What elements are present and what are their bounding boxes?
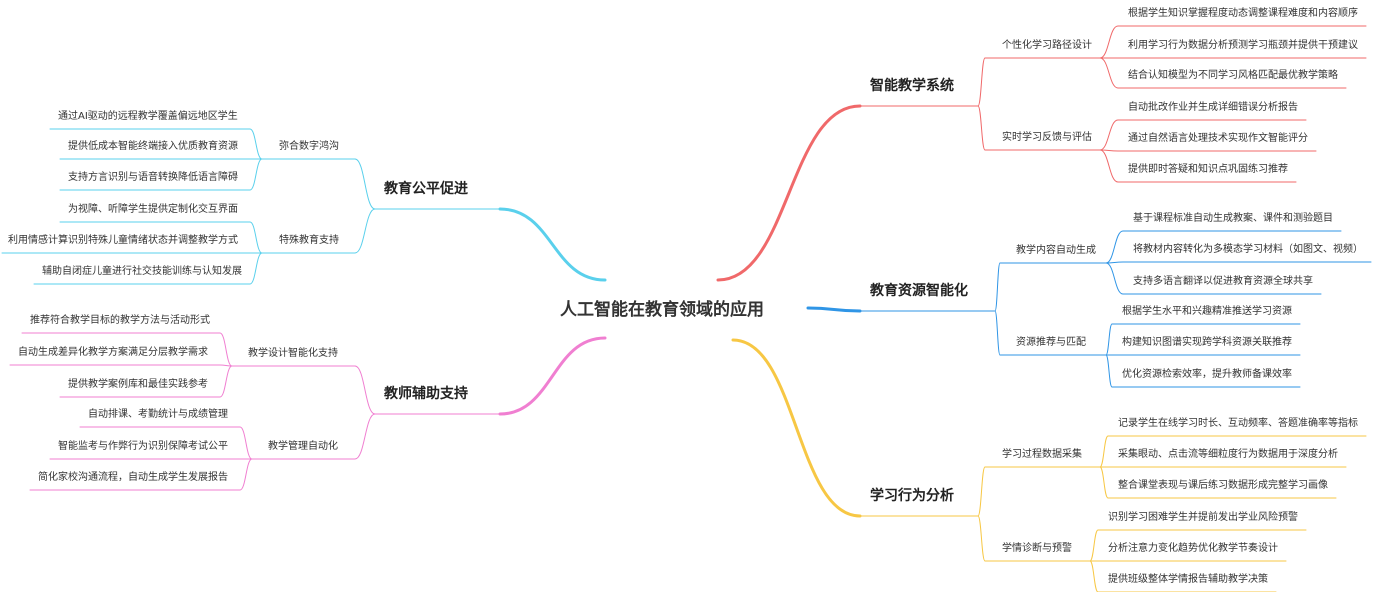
subtopic-1-1[interactable]: 个性化学习路径设计 bbox=[1002, 40, 1092, 51]
leaf-topic-4-2-1[interactable]: 为视障、听障学生提供定制化交互界面 bbox=[68, 204, 238, 215]
connector-line bbox=[994, 310, 1001, 356]
connector-line bbox=[249, 252, 263, 285]
leaf-topic-2-1-1[interactable]: 基于课程标准自动生成教案、课件和测验题目 bbox=[1133, 213, 1333, 224]
connector-line bbox=[1105, 354, 1113, 388]
connector-line bbox=[1099, 466, 1109, 499]
root-topic[interactable]: 人工智能在教育领域的应用 bbox=[560, 299, 764, 320]
leaf-topic-5-2-2[interactable]: 智能监考与作弊行为识别保障考试公平 bbox=[58, 441, 228, 452]
branch-topic-4[interactable]: 教育公平促进 bbox=[384, 181, 468, 197]
connector-line bbox=[1099, 149, 1119, 183]
leaf-topic-5-1-2[interactable]: 自动生成差异化教学方案满足分层教学需求 bbox=[18, 347, 208, 358]
connector-line bbox=[1099, 57, 1119, 89]
connector-line bbox=[219, 365, 233, 398]
leaf-topic-2-1-2[interactable]: 将教材内容转化为多模态学习材料（如图文、视频） bbox=[1133, 244, 1363, 255]
leaf-topic-1-2-1[interactable]: 自动批改作业并生成详细错误分析报告 bbox=[1128, 102, 1298, 113]
connector-line bbox=[977, 105, 986, 151]
connector-line bbox=[1105, 261, 1124, 264]
leaf-topic-3-1-2[interactable]: 采集眼动、点击流等细粒度行为数据用于深度分析 bbox=[1118, 449, 1338, 460]
connector-line bbox=[994, 262, 1001, 312]
connector-line bbox=[498, 207, 607, 282]
leaf-topic-3-2-3[interactable]: 提供班级整体学情报告辅助教学决策 bbox=[1108, 574, 1268, 585]
leaf-topic-2-2-3[interactable]: 优化资源检索效率，提升教师备课效率 bbox=[1122, 369, 1292, 380]
branch-topic-1[interactable]: 智能教学系统 bbox=[870, 78, 954, 94]
connector-line bbox=[354, 158, 376, 210]
subtopic-2-2[interactable]: 资源推荐与匹配 bbox=[1016, 337, 1086, 348]
connector-line bbox=[1105, 230, 1124, 264]
connector-line bbox=[354, 413, 376, 460]
leaf-topic-2-1-3[interactable]: 支持多语言翻译以促进教育资源全球共享 bbox=[1133, 276, 1313, 287]
leaf-topic-3-1-3[interactable]: 整合课堂表现与课后练习数据形成完整学习画像 bbox=[1118, 480, 1328, 491]
connector-line bbox=[1089, 529, 1099, 562]
leaf-topic-4-2-3[interactable]: 辅助自闭症儿童进行社交技能训练与认知发展 bbox=[42, 266, 242, 277]
leaf-topic-3-1-1[interactable]: 记录学生在线学习时长、互动频率、答题准确率等指标 bbox=[1118, 418, 1358, 429]
leaf-topic-3-2-1[interactable]: 识别学习困难学生并提前发出学业风险预警 bbox=[1108, 512, 1298, 523]
branch-topic-2[interactable]: 教育资源智能化 bbox=[870, 283, 968, 299]
leaf-topic-2-2-2[interactable]: 构建知识图谱实现跨学科资源关联推荐 bbox=[1122, 337, 1292, 348]
subtopic-4-2[interactable]: 特殊教育支持 bbox=[279, 235, 339, 246]
leaf-topic-5-2-1[interactable]: 自动排课、考勤统计与成绩管理 bbox=[88, 409, 228, 420]
leaf-topic-4-2-2[interactable]: 利用情感计算识别特殊儿童情绪状态并调整教学方式 bbox=[8, 235, 238, 246]
leaf-topic-5-2-3[interactable]: 简化家校沟通流程，自动生成学生发展报告 bbox=[38, 472, 228, 483]
connector-line bbox=[239, 458, 253, 491]
connector-line bbox=[731, 338, 862, 518]
connector-line bbox=[219, 332, 233, 367]
subtopic-3-2[interactable]: 学情诊断与预警 bbox=[1002, 543, 1072, 554]
connector-line bbox=[1105, 262, 1124, 295]
connector-line bbox=[354, 365, 376, 415]
connector-line bbox=[1089, 560, 1099, 592]
leaf-topic-1-1-2[interactable]: 利用学习行为数据分析预测学习瓶颈并提供干预建议 bbox=[1128, 40, 1358, 51]
subtopic-5-2[interactable]: 教学管理自动化 bbox=[268, 441, 338, 452]
subtopic-3-1[interactable]: 学习过程数据采集 bbox=[1002, 449, 1082, 460]
connector-line bbox=[1099, 435, 1109, 468]
subtopic-2-1[interactable]: 教学内容自动生成 bbox=[1016, 245, 1096, 256]
connector-line bbox=[716, 104, 862, 282]
leaf-topic-5-1-1[interactable]: 推荐符合教学目标的教学方法与活动形式 bbox=[30, 315, 210, 326]
connector-line bbox=[977, 515, 986, 562]
leaf-topic-5-1-3[interactable]: 提供教学案例库和最佳实践参考 bbox=[68, 379, 208, 390]
connector-line bbox=[354, 208, 376, 254]
connector-line bbox=[1099, 119, 1119, 151]
subtopic-4-1[interactable]: 弥合数字鸿沟 bbox=[279, 141, 339, 152]
leaf-topic-2-2-1[interactable]: 根据学生水平和兴趣精准推送学习资源 bbox=[1122, 306, 1292, 317]
connector-line bbox=[806, 306, 862, 313]
connector-line bbox=[239, 426, 253, 460]
connector-line bbox=[977, 57, 986, 107]
subtopic-5-1[interactable]: 教学设计智能化支持 bbox=[248, 348, 338, 359]
connector-line bbox=[249, 221, 263, 254]
subtopic-1-2[interactable]: 实时学习反馈与评估 bbox=[1002, 132, 1092, 143]
connector-line bbox=[977, 466, 986, 517]
leaf-topic-3-2-2[interactable]: 分析注意力变化趋势优化教学节奏设计 bbox=[1108, 543, 1278, 554]
leaf-topic-4-1-2[interactable]: 提供低成本智能终端接入优质教育资源 bbox=[68, 141, 238, 152]
leaf-topic-4-1-1[interactable]: 通过AI驱动的远程教学覆盖偏远地区学生 bbox=[58, 111, 238, 122]
connector-line bbox=[249, 158, 263, 191]
leaf-topic-1-1-3[interactable]: 结合认知模型为不同学习风格匹配最优教学策略 bbox=[1128, 70, 1338, 81]
connector-line bbox=[1099, 25, 1119, 59]
leaf-topic-4-1-3[interactable]: 支持方言识别与语音转换降低语言障碍 bbox=[68, 172, 238, 183]
connector-line bbox=[249, 128, 263, 160]
branch-topic-5[interactable]: 教师辅助支持 bbox=[384, 386, 468, 402]
leaf-topic-1-2-3[interactable]: 提供即时答疑和知识点巩固练习推荐 bbox=[1128, 164, 1288, 175]
connector-line bbox=[1105, 323, 1113, 356]
connector-line bbox=[498, 336, 607, 416]
leaf-topic-1-2-2[interactable]: 通过自然语言处理技术实现作文智能评分 bbox=[1128, 133, 1308, 144]
leaf-topic-1-1-1[interactable]: 根据学生知识掌握程度动态调整课程难度和内容顺序 bbox=[1128, 8, 1358, 19]
branch-topic-3[interactable]: 学习行为分析 bbox=[870, 488, 954, 504]
